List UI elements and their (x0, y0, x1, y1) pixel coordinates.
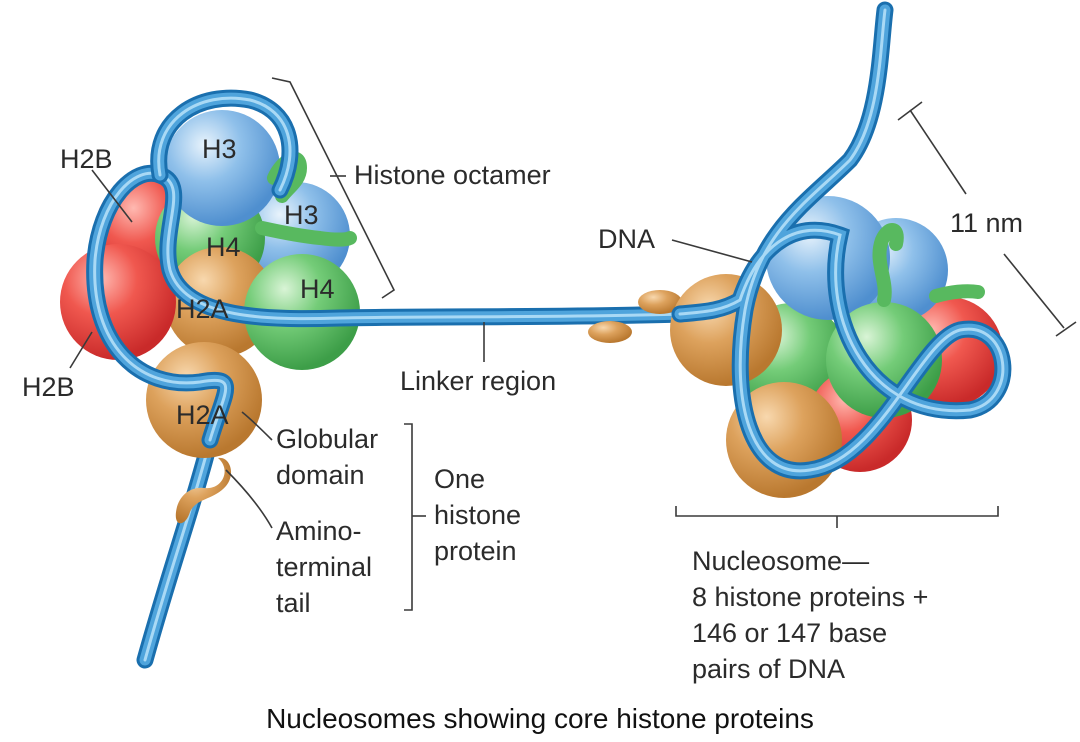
label-dna: DNA (598, 224, 655, 254)
label-nucleosome-3: 146 or 147 base (692, 618, 887, 648)
r-h4-tail-side (929, 284, 985, 303)
label-h4-right: H4 (300, 274, 335, 304)
linker-tail-blob-1 (638, 290, 682, 314)
label-one-3: protein (434, 536, 517, 566)
linker-tail-blob-2 (588, 321, 632, 343)
figure-caption: Nucleosomes showing core histone protein… (266, 703, 814, 734)
label-amino-3: tail (276, 588, 311, 618)
label-one-1: One (434, 464, 485, 494)
left-nucleosome (60, 89, 689, 669)
label-nucleosome-2: 8 histone proteins + (692, 582, 928, 612)
label-h2b-bottom: H2B (22, 372, 75, 402)
r-h4-tail-top (872, 223, 904, 307)
h4-tail-side (255, 221, 357, 247)
label-amino-2: terminal (276, 552, 372, 582)
label-globular-1: Globular (276, 424, 378, 454)
dna-left-wrap (86, 89, 689, 449)
h3-front-sphere (164, 110, 280, 226)
label-h3-front: H3 (202, 134, 237, 164)
r-h2a-left-sphere (670, 274, 782, 386)
label-h3-back: H3 (284, 200, 319, 230)
label-histone-octamer: Histone octamer (354, 160, 551, 190)
annotation-lines (69, 77, 1077, 611)
label-linker-region: Linker region (400, 366, 556, 396)
right-nucleosome (670, 1, 1012, 498)
label-amino-1: Amino- (276, 516, 362, 546)
label-h4-left: H4 (206, 232, 241, 262)
label-h2b-top: H2B (60, 144, 113, 174)
label-11nm: 11 nm (950, 208, 1023, 238)
label-h2a-mid: H2A (176, 294, 229, 324)
dna-right-wrap (671, 1, 1012, 480)
label-globular-2: domain (276, 460, 365, 490)
label-nucleosome-1: Nucleosome— (692, 546, 869, 576)
amino-terminal-tail (175, 457, 232, 524)
dna-lower-strand (136, 431, 219, 669)
h2a-bottom-sphere (146, 342, 262, 458)
label-one-2: histone (434, 500, 521, 530)
label-nucleosome-4: pairs of DNA (692, 654, 845, 684)
label-h2a-bottom: H2A (176, 400, 229, 430)
